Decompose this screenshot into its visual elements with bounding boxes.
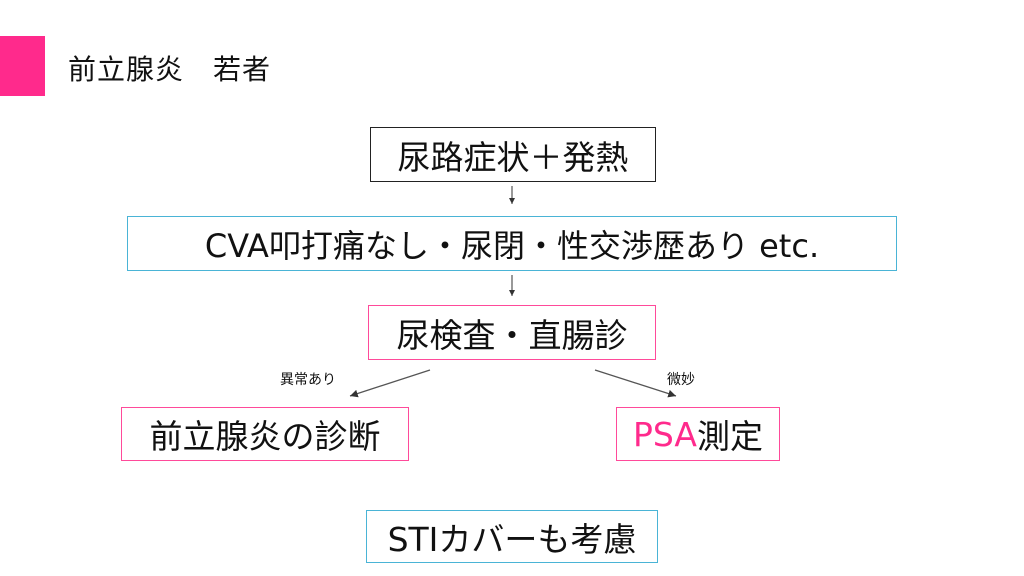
slide-title: 前立腺炎 若者 <box>68 53 272 86</box>
edge-label-abnormal: 異常あり <box>280 372 336 388</box>
edge-label-borderline: 微妙 <box>667 372 695 388</box>
node-findings: CVA叩打痛なし・尿閉・性交渉歴あり etc. <box>127 216 897 271</box>
title-accent-bar <box>0 36 45 96</box>
psa-text: PSA <box>632 414 698 454</box>
node-tests: 尿検査・直腸診 <box>368 305 656 360</box>
psa-measure-text: 測定 <box>697 417 764 456</box>
node-diagnosis: 前立腺炎の診断 <box>121 407 409 461</box>
arrow-borderline <box>594 369 677 398</box>
arrow-abnormal <box>349 369 431 398</box>
node-symptoms: 尿路症状＋発熱 <box>370 127 656 182</box>
node-sti: STIカバーも考慮 <box>366 510 658 563</box>
